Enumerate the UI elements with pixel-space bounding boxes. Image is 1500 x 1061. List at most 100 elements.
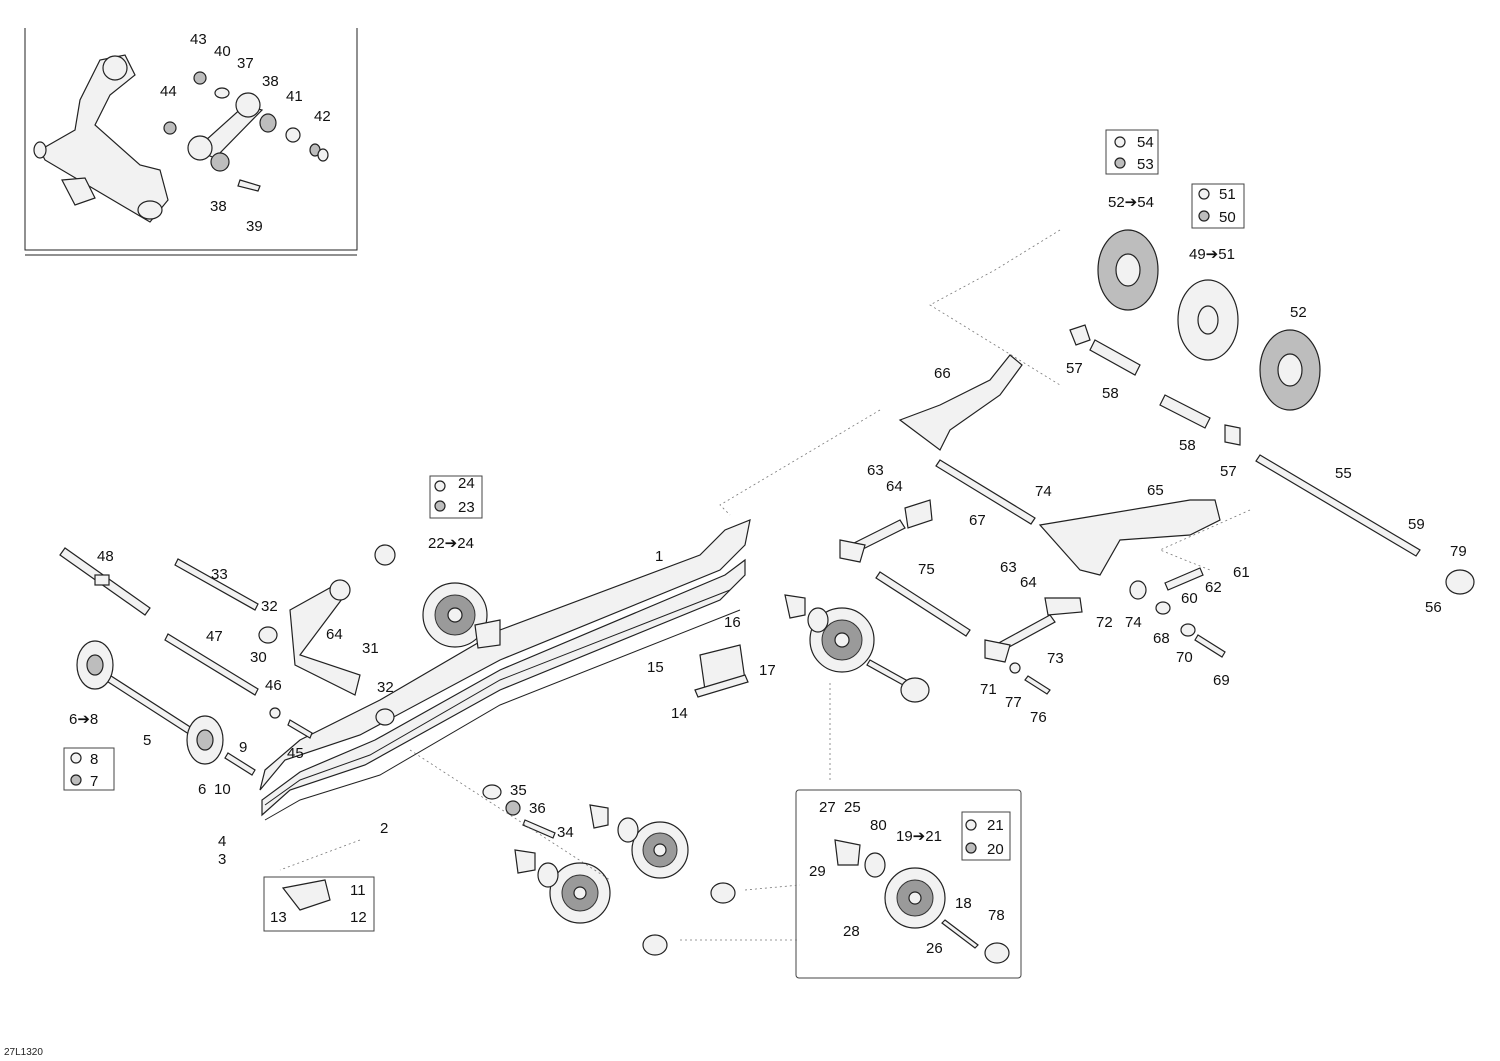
callout-70: 70 [1176,649,1193,666]
callout-43: 43 [190,31,207,48]
callout-23: 23 [458,499,475,516]
leader-lines [279,229,1251,941]
callout-2: 2 [380,820,388,837]
callout-64a: 64 [886,478,903,495]
callout-52: 52 [1290,304,1307,321]
callout-76: 76 [1030,709,1047,726]
callout-68: 68 [1153,630,1170,647]
callout-60: 60 [1181,590,1198,607]
callout-34: 34 [557,824,574,841]
callout-69: 69 [1213,672,1230,689]
callout-27: 27 [819,799,836,816]
callout-73: 73 [1047,650,1064,667]
callout-8: 8 [90,751,98,768]
callout-71: 71 [980,681,997,698]
callouts: 43 40 37 38 44 41 42 38 39 54 53 52➔54 5… [4,31,1467,1058]
callout-52to54: 52➔54 [1108,194,1154,211]
callout-4: 4 [218,833,226,850]
callout-58b: 58 [1179,437,1196,454]
bottom-boxes [263,789,1022,979]
callout-66: 66 [934,365,951,382]
callout-24: 24 [458,475,475,492]
callout-33: 33 [211,566,228,583]
rear-arm-assembly [839,229,1475,695]
callout-56: 56 [1425,599,1442,616]
callout-32b: 32 [377,679,394,696]
callout-6to8: 6➔8 [69,711,98,728]
callout-10: 10 [214,781,231,798]
callout-29: 29 [809,863,826,880]
callout-41: 41 [286,88,303,105]
callout-17: 17 [759,662,776,679]
callout-15: 15 [647,659,664,676]
callout-63b: 63 [1000,559,1017,576]
callout-65: 65 [1147,482,1164,499]
mid-wheels [374,544,930,956]
callout-67: 67 [969,512,986,529]
callout-74a: 74 [1035,483,1052,500]
callout-12: 12 [350,909,367,926]
callout-14: 14 [671,705,688,722]
callout-79: 79 [1450,543,1467,560]
callout-64b: 64 [1020,574,1037,591]
callout-51: 51 [1219,186,1236,203]
callout-54: 54 [1137,134,1154,151]
callout-57b: 57 [1220,463,1237,480]
callout-53: 53 [1137,156,1154,173]
drawing-code: 27L1320 [4,1047,43,1058]
callout-42: 42 [314,108,331,125]
callout-49to51: 49➔51 [1189,246,1235,263]
callout-39: 39 [246,218,263,235]
callout-26: 26 [926,940,943,957]
callout-19to21: 19➔21 [896,828,942,845]
callout-80: 80 [870,817,887,834]
callout-38b: 38 [210,198,227,215]
callout-13: 13 [270,909,287,926]
callout-75: 75 [918,561,935,578]
callout-47: 47 [206,628,223,645]
callout-16: 16 [724,614,741,631]
callout-22to24: 22➔24 [428,535,474,552]
callout-44: 44 [160,83,177,100]
callout-32a: 32 [261,598,278,615]
callout-48: 48 [97,548,114,565]
callout-18: 18 [955,895,972,912]
callout-1: 1 [655,548,663,565]
upper-boxes [63,129,1245,791]
callout-55: 55 [1335,465,1352,482]
callout-74b: 74 [1125,614,1142,631]
callout-20: 20 [987,841,1004,858]
callout-50: 50 [1219,209,1236,226]
callout-31: 31 [362,640,379,657]
left-idler-group [59,547,395,776]
callout-59: 59 [1408,516,1425,533]
callout-25: 25 [844,799,861,816]
inset-detail [24,28,358,256]
callout-37: 37 [237,55,254,72]
callout-63a: 63 [867,462,884,479]
callout-30: 30 [250,649,267,666]
callout-38a: 38 [262,73,279,90]
callout-9: 9 [239,739,247,756]
callout-77: 77 [1005,694,1022,711]
callout-45: 45 [287,745,304,762]
callout-21: 21 [987,817,1004,834]
callout-40: 40 [214,43,231,60]
callout-64c: 64 [326,626,343,643]
callout-57a: 57 [1066,360,1083,377]
callout-46: 46 [265,677,282,694]
callout-36: 36 [529,800,546,817]
callout-11: 11 [350,882,366,899]
callout-58a: 58 [1102,385,1119,402]
callout-28: 28 [843,923,860,940]
callout-72: 72 [1096,614,1113,631]
callout-62: 62 [1205,579,1222,596]
callout-5: 5 [143,732,151,749]
callout-35: 35 [510,782,527,799]
callout-78: 78 [988,907,1005,924]
callout-61: 61 [1233,564,1250,581]
callout-6: 6 [198,781,206,798]
callout-3: 3 [218,851,226,868]
callout-7: 7 [90,773,98,790]
